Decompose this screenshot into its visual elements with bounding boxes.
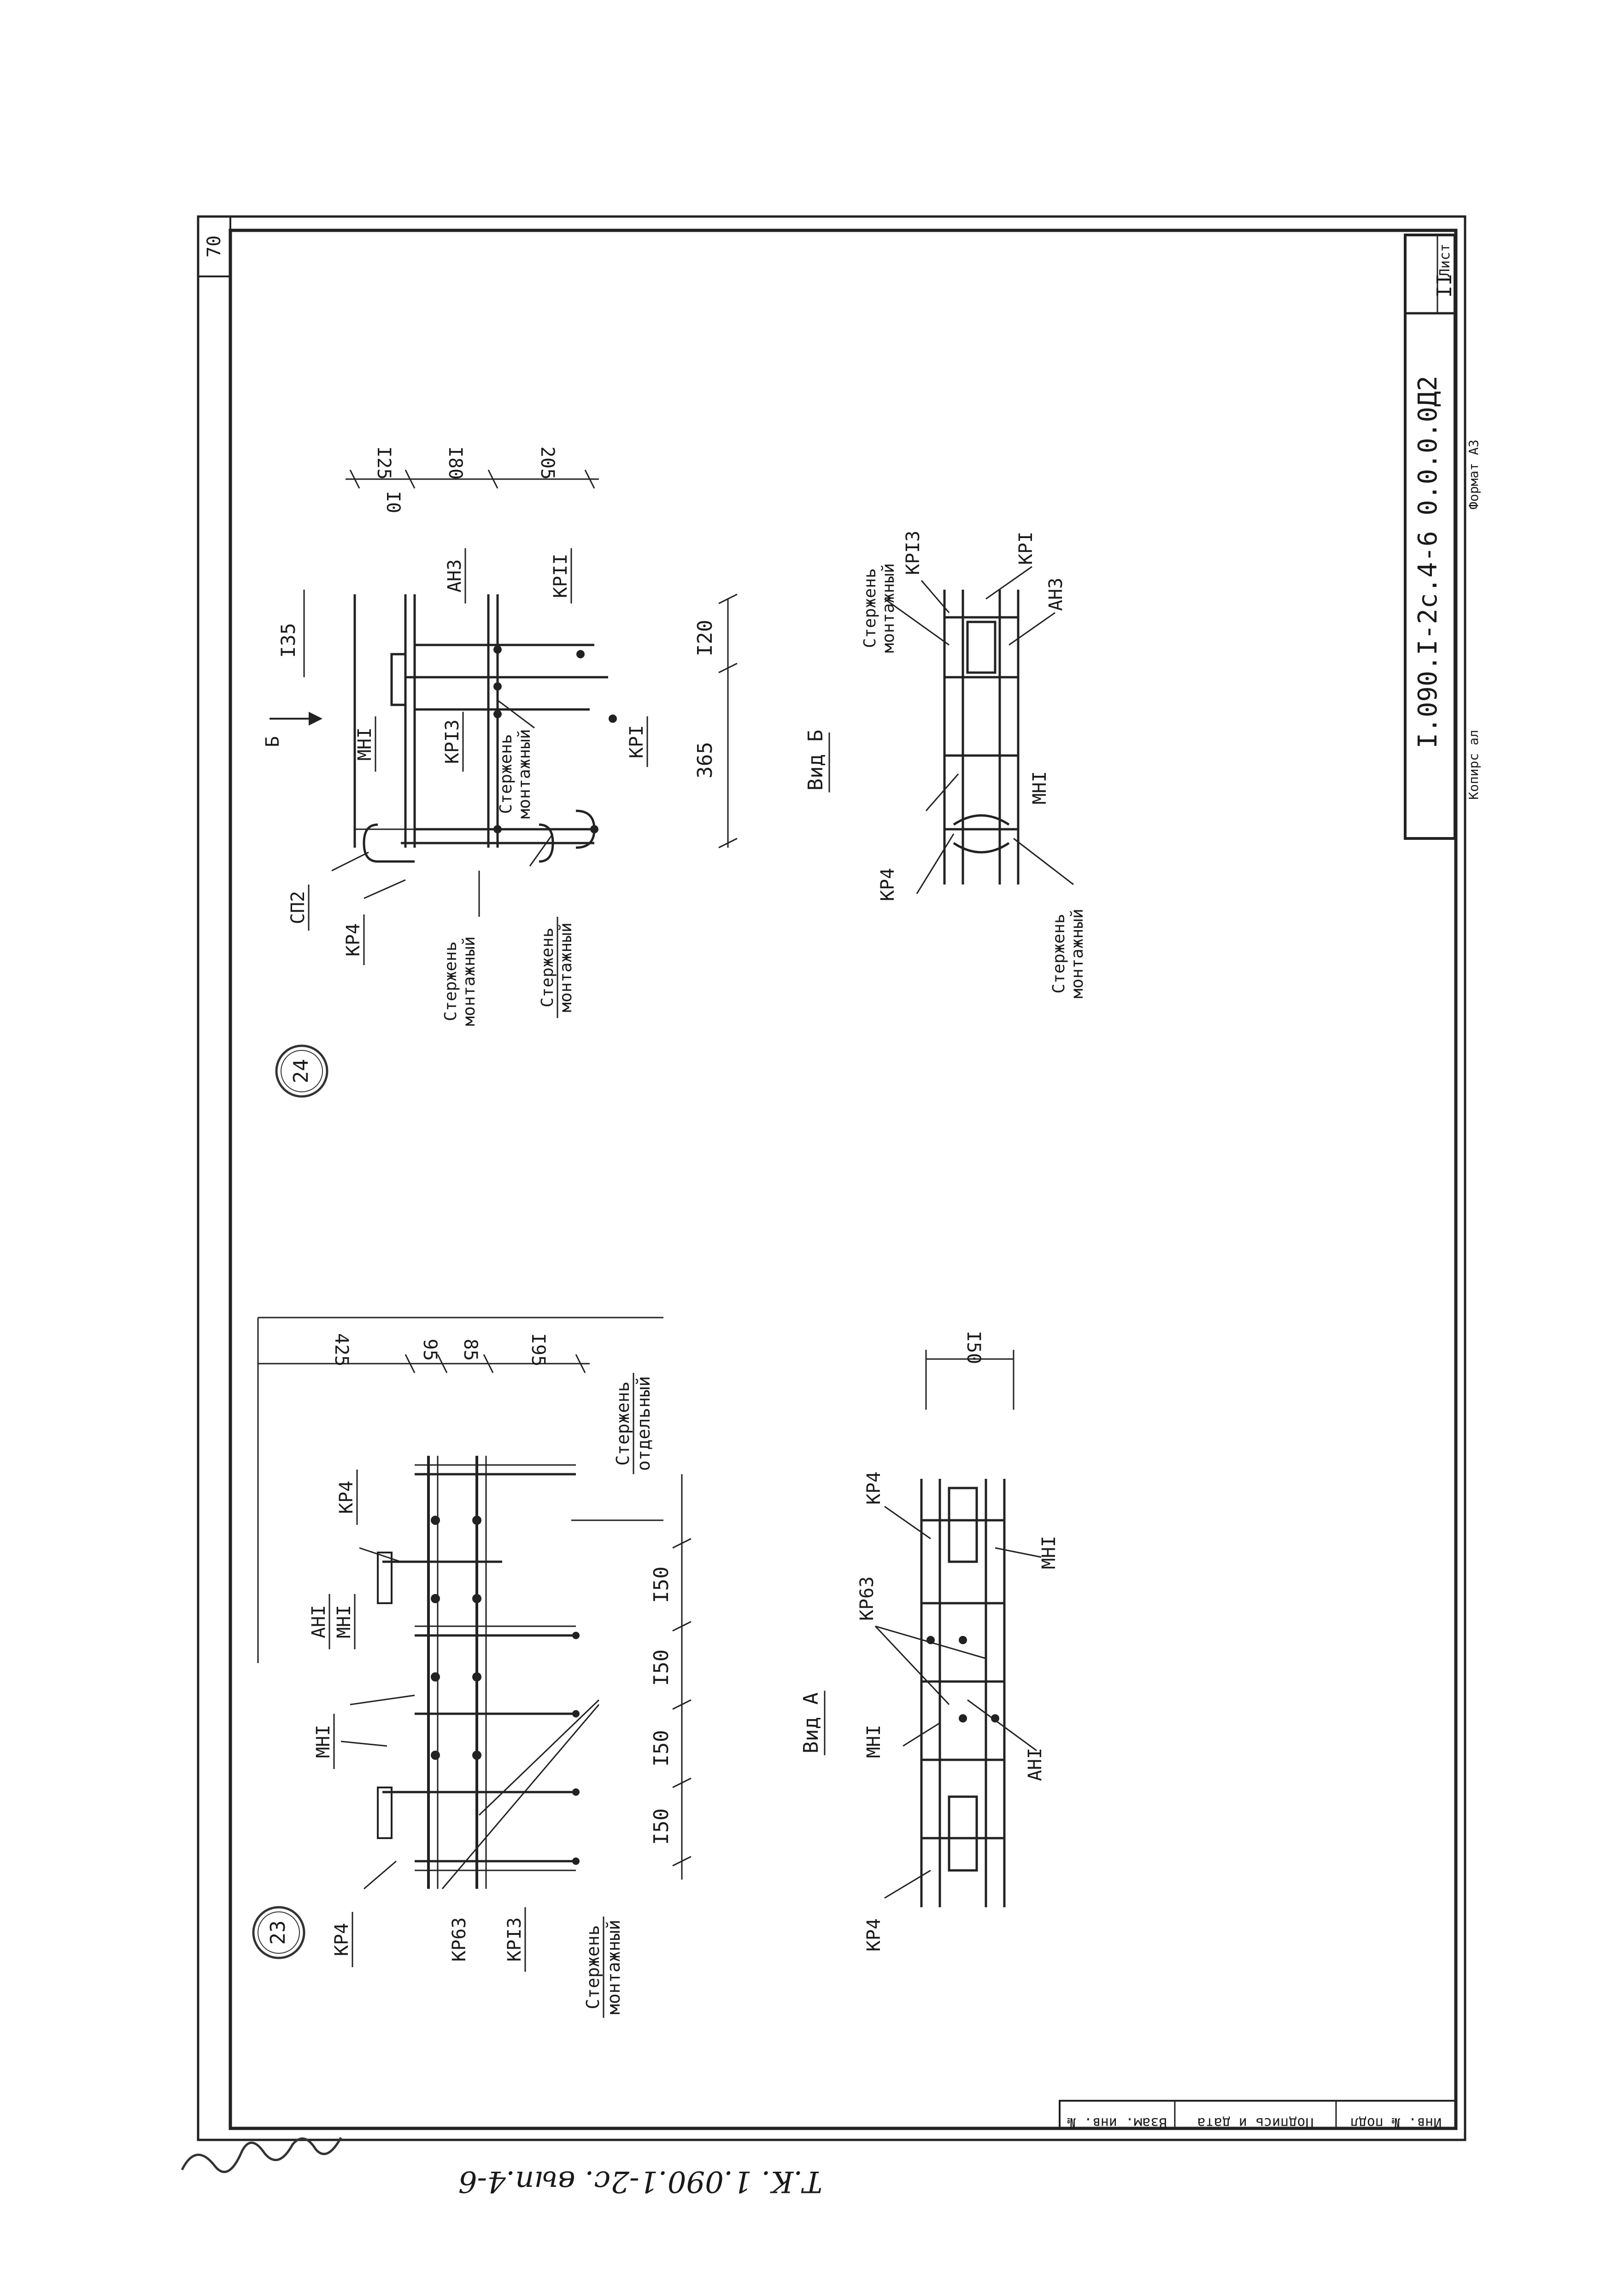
n23-label-rod-mount-1: Стержень: [583, 1925, 603, 2009]
n24-label-rod-mount-c-1: Стержень: [497, 734, 516, 814]
title-block: Лист II I.090.I-2с.4-6 0.0.0.0Д2 Копирс …: [1404, 234, 1481, 840]
n24-label-rod-mount-b-1: Стержень: [538, 927, 557, 1007]
view-a-label-kr63: КР63: [856, 1576, 878, 1621]
n23-label-kr4-b: КР4: [336, 1481, 357, 1514]
n23-label-an1: АНI: [308, 1605, 329, 1638]
node-23-elevation: 23: [252, 1317, 692, 2018]
n24-label-kr4: КР4: [343, 923, 364, 956]
sheet-number: II: [1433, 274, 1456, 298]
view-a-label-kr4-b: КР4: [863, 1918, 885, 1951]
inner-border: [229, 229, 1458, 2130]
node-24-view-b: Вид Б КР4 МНI Стержень монтажный Стержен…: [804, 531, 1087, 999]
node-24-badge: [275, 1044, 328, 1098]
view-a-title: Вид А: [799, 1693, 823, 1753]
n23-label-kr4-a: КР4: [331, 1923, 352, 1956]
n24-dim-right-1: I25: [373, 446, 394, 480]
view-a-label-mn1: МНI: [863, 1725, 885, 1758]
node-23-number: 23: [266, 1921, 290, 1945]
view-b-label-an3: АН3: [1045, 578, 1067, 611]
outer-border: [197, 215, 1466, 2141]
view-b-label-rod-mount-b-1: Стержень: [861, 568, 879, 648]
view-a-label-kr4-a: КР4: [863, 1471, 885, 1505]
n24-label-rod-mount-a-2: монтажный: [460, 936, 479, 1026]
view-b-title: Вид Б: [804, 730, 827, 791]
n24-label-kr13: КРI3: [442, 720, 463, 764]
n23-label-mn1-a: МНI: [313, 1725, 334, 1758]
n24-label-kr11: КРII: [550, 554, 571, 598]
n24-dim-right-3: I80: [445, 446, 466, 480]
n23-dim-bottom-4: I50: [650, 1808, 673, 1845]
n23-label-kr63: КР63: [449, 1917, 470, 1962]
view-b-label-kr4: КР4: [877, 868, 898, 901]
view-a-dim: I50: [963, 1331, 984, 1364]
n24-label-rod-mount-c-2: монтажный: [515, 729, 534, 819]
stamp-block: Инв. № подл Подпись и дата Взам. инв. №: [1059, 2100, 1457, 2131]
node-23-view-a: Вид А КР4 МНI КР63 АНI КР4: [799, 1331, 1060, 1951]
view-b-label-rod-mount-a-2: монтажный: [1068, 908, 1087, 998]
n24-dim-bottom-2: I20: [693, 620, 717, 656]
n24-dim-right-2: I0: [382, 491, 404, 513]
view-b-label-rod-mount-b-2: монтажный: [879, 563, 898, 653]
bottom-note: Т.К. 1.090.1-2с. вып.4-6: [458, 2164, 823, 2198]
n24-label-kr1: КРI: [626, 725, 647, 758]
view-b-label-kr1: КРI: [1015, 532, 1037, 565]
n23-label-rod-single-2: отдельный: [633, 1376, 654, 1471]
view-b-label-mn1: МНI: [1029, 771, 1050, 804]
n23-dim-bottom-1: I50: [650, 1566, 673, 1603]
handwritten-signature: [181, 2137, 342, 2174]
view-a-label-an1: АНI: [1025, 1748, 1046, 1781]
n24-dim-right-4: 205: [537, 446, 558, 480]
format-label: Формат А3: [1466, 439, 1481, 510]
n23-dim-bottom-3: I50: [650, 1730, 673, 1766]
view-b-label-kr13: КРI3: [903, 531, 924, 575]
n23-dim-right-4: I95: [528, 1333, 549, 1366]
n23-label-rod-single-1: Стержень: [613, 1381, 633, 1465]
stamp-replaces-inv: Взам. инв. №: [1067, 2115, 1167, 2131]
view-a-label-mn1-b: МНI: [1038, 1536, 1060, 1569]
node-24-number: 24: [289, 1059, 313, 1084]
page-number: 70: [204, 235, 225, 258]
n23-dim-right-1: 425: [331, 1333, 352, 1366]
n24-dim-top: I35: [277, 623, 299, 658]
n23-label-kr13: КРI3: [504, 1917, 525, 1962]
node-23-badge: [252, 1906, 305, 1959]
n23-dim-right-3: 85: [460, 1339, 481, 1361]
view-b-arrow: [309, 712, 322, 726]
n23-dim-bottom-2: I50: [650, 1649, 673, 1686]
n24-dim-bottom-1: 365: [693, 742, 717, 778]
n24-arrow-label: Б: [262, 736, 283, 747]
n24-label-an3: АН3: [444, 559, 465, 592]
view-b-label-rod-mount-a-1: Стержень: [1049, 914, 1068, 993]
n23-label-rod-mount-2: монтажный: [604, 1920, 624, 2015]
stamp-inv-no: Инв. № подл: [1350, 2115, 1442, 2131]
n23-label-mn1-b: МНI: [334, 1605, 355, 1638]
n24-label-mn1: МНI: [354, 727, 375, 761]
sheet-label: Лист: [1437, 244, 1453, 277]
n24-label-sp2: СП2: [287, 891, 309, 924]
node-24-elevation: 24 Б: [262, 446, 738, 1098]
n24-label-rod-mount-b-2: монтажный: [557, 922, 575, 1012]
n24-label-rod-mount-a-1: Стержень: [441, 941, 460, 1021]
n23-dim-right-2: 95: [419, 1339, 440, 1361]
document-designation: I.090.I-2с.4-6 0.0.0.0Д2: [1413, 375, 1443, 748]
copied-by: Копирс ал: [1466, 730, 1481, 800]
stamp-signature-date: Подпись и дата: [1197, 2115, 1314, 2131]
